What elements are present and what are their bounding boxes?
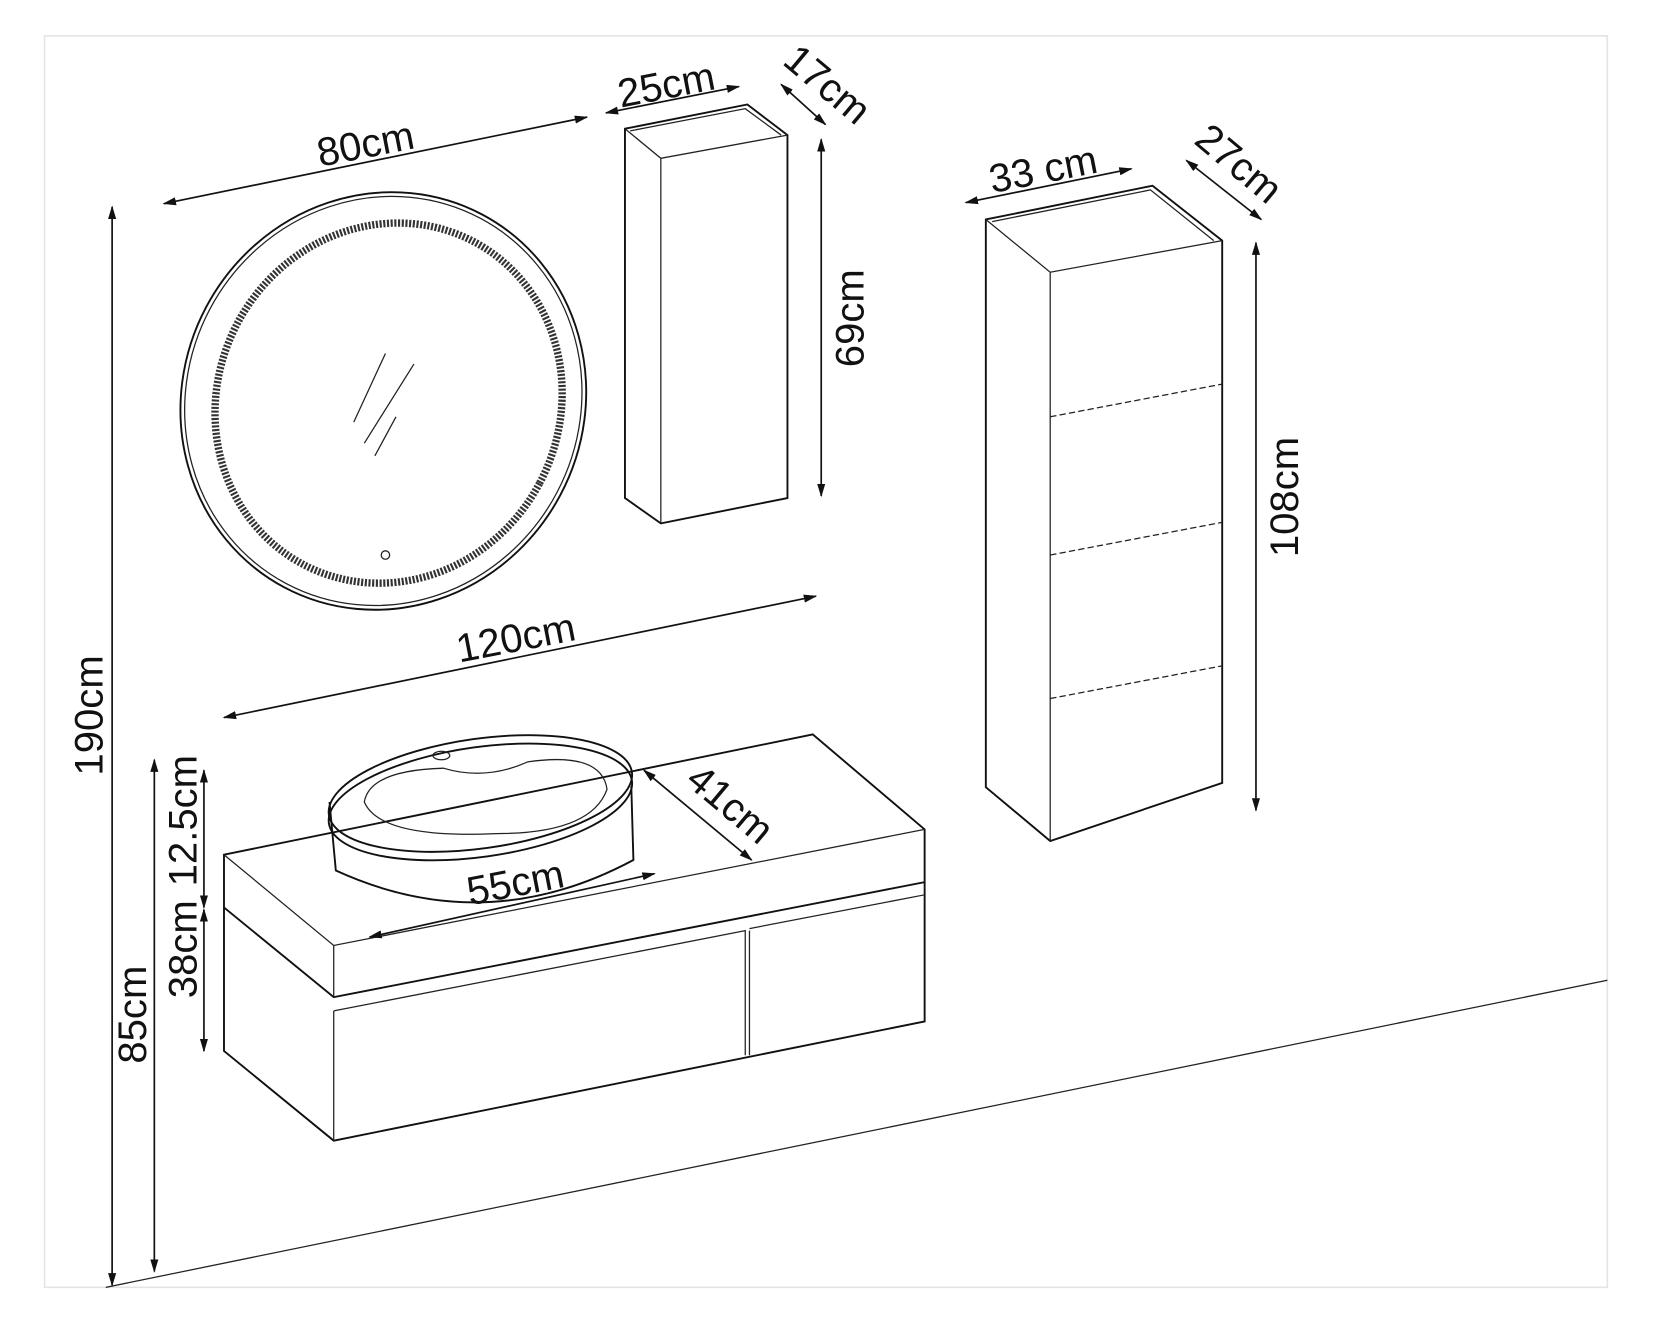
wall-cabinet-depth-label: 17cm (775, 37, 878, 134)
wall-cabinet-height-label: 69cm (828, 269, 872, 367)
tall-cabinet-depth-label: 27cm (1187, 116, 1290, 213)
frame (43, 35, 1609, 1289)
vanity-depth-label: 41cm (678, 756, 781, 853)
touch-switch-icon (380, 550, 391, 560)
round-mirror (179, 191, 588, 611)
basin-width-label: 55cm (463, 852, 568, 914)
body-height-label: 38cm (162, 900, 206, 998)
total-height-label: 190cm (68, 655, 112, 775)
vanity-width-label: 120cm (453, 605, 579, 671)
tall-cabinet-height-label: 108cm (1263, 437, 1307, 557)
vanity-unit (223, 733, 926, 1142)
floor-line (105, 979, 1608, 1288)
dimension-lines (108, 83, 1263, 1287)
wall-cabinet-width-label: 25cm (614, 55, 719, 117)
wall-cabinet (624, 103, 789, 525)
mount-height-label: 85cm (111, 966, 155, 1064)
mirror-width-label: 80cm (313, 114, 418, 176)
tap-hole-icon (432, 750, 451, 761)
countertop-height-label: 12.5cm (162, 755, 206, 886)
tall-cabinet (984, 184, 1224, 843)
tall-cabinet-width-label: 33 cm (985, 138, 1101, 202)
